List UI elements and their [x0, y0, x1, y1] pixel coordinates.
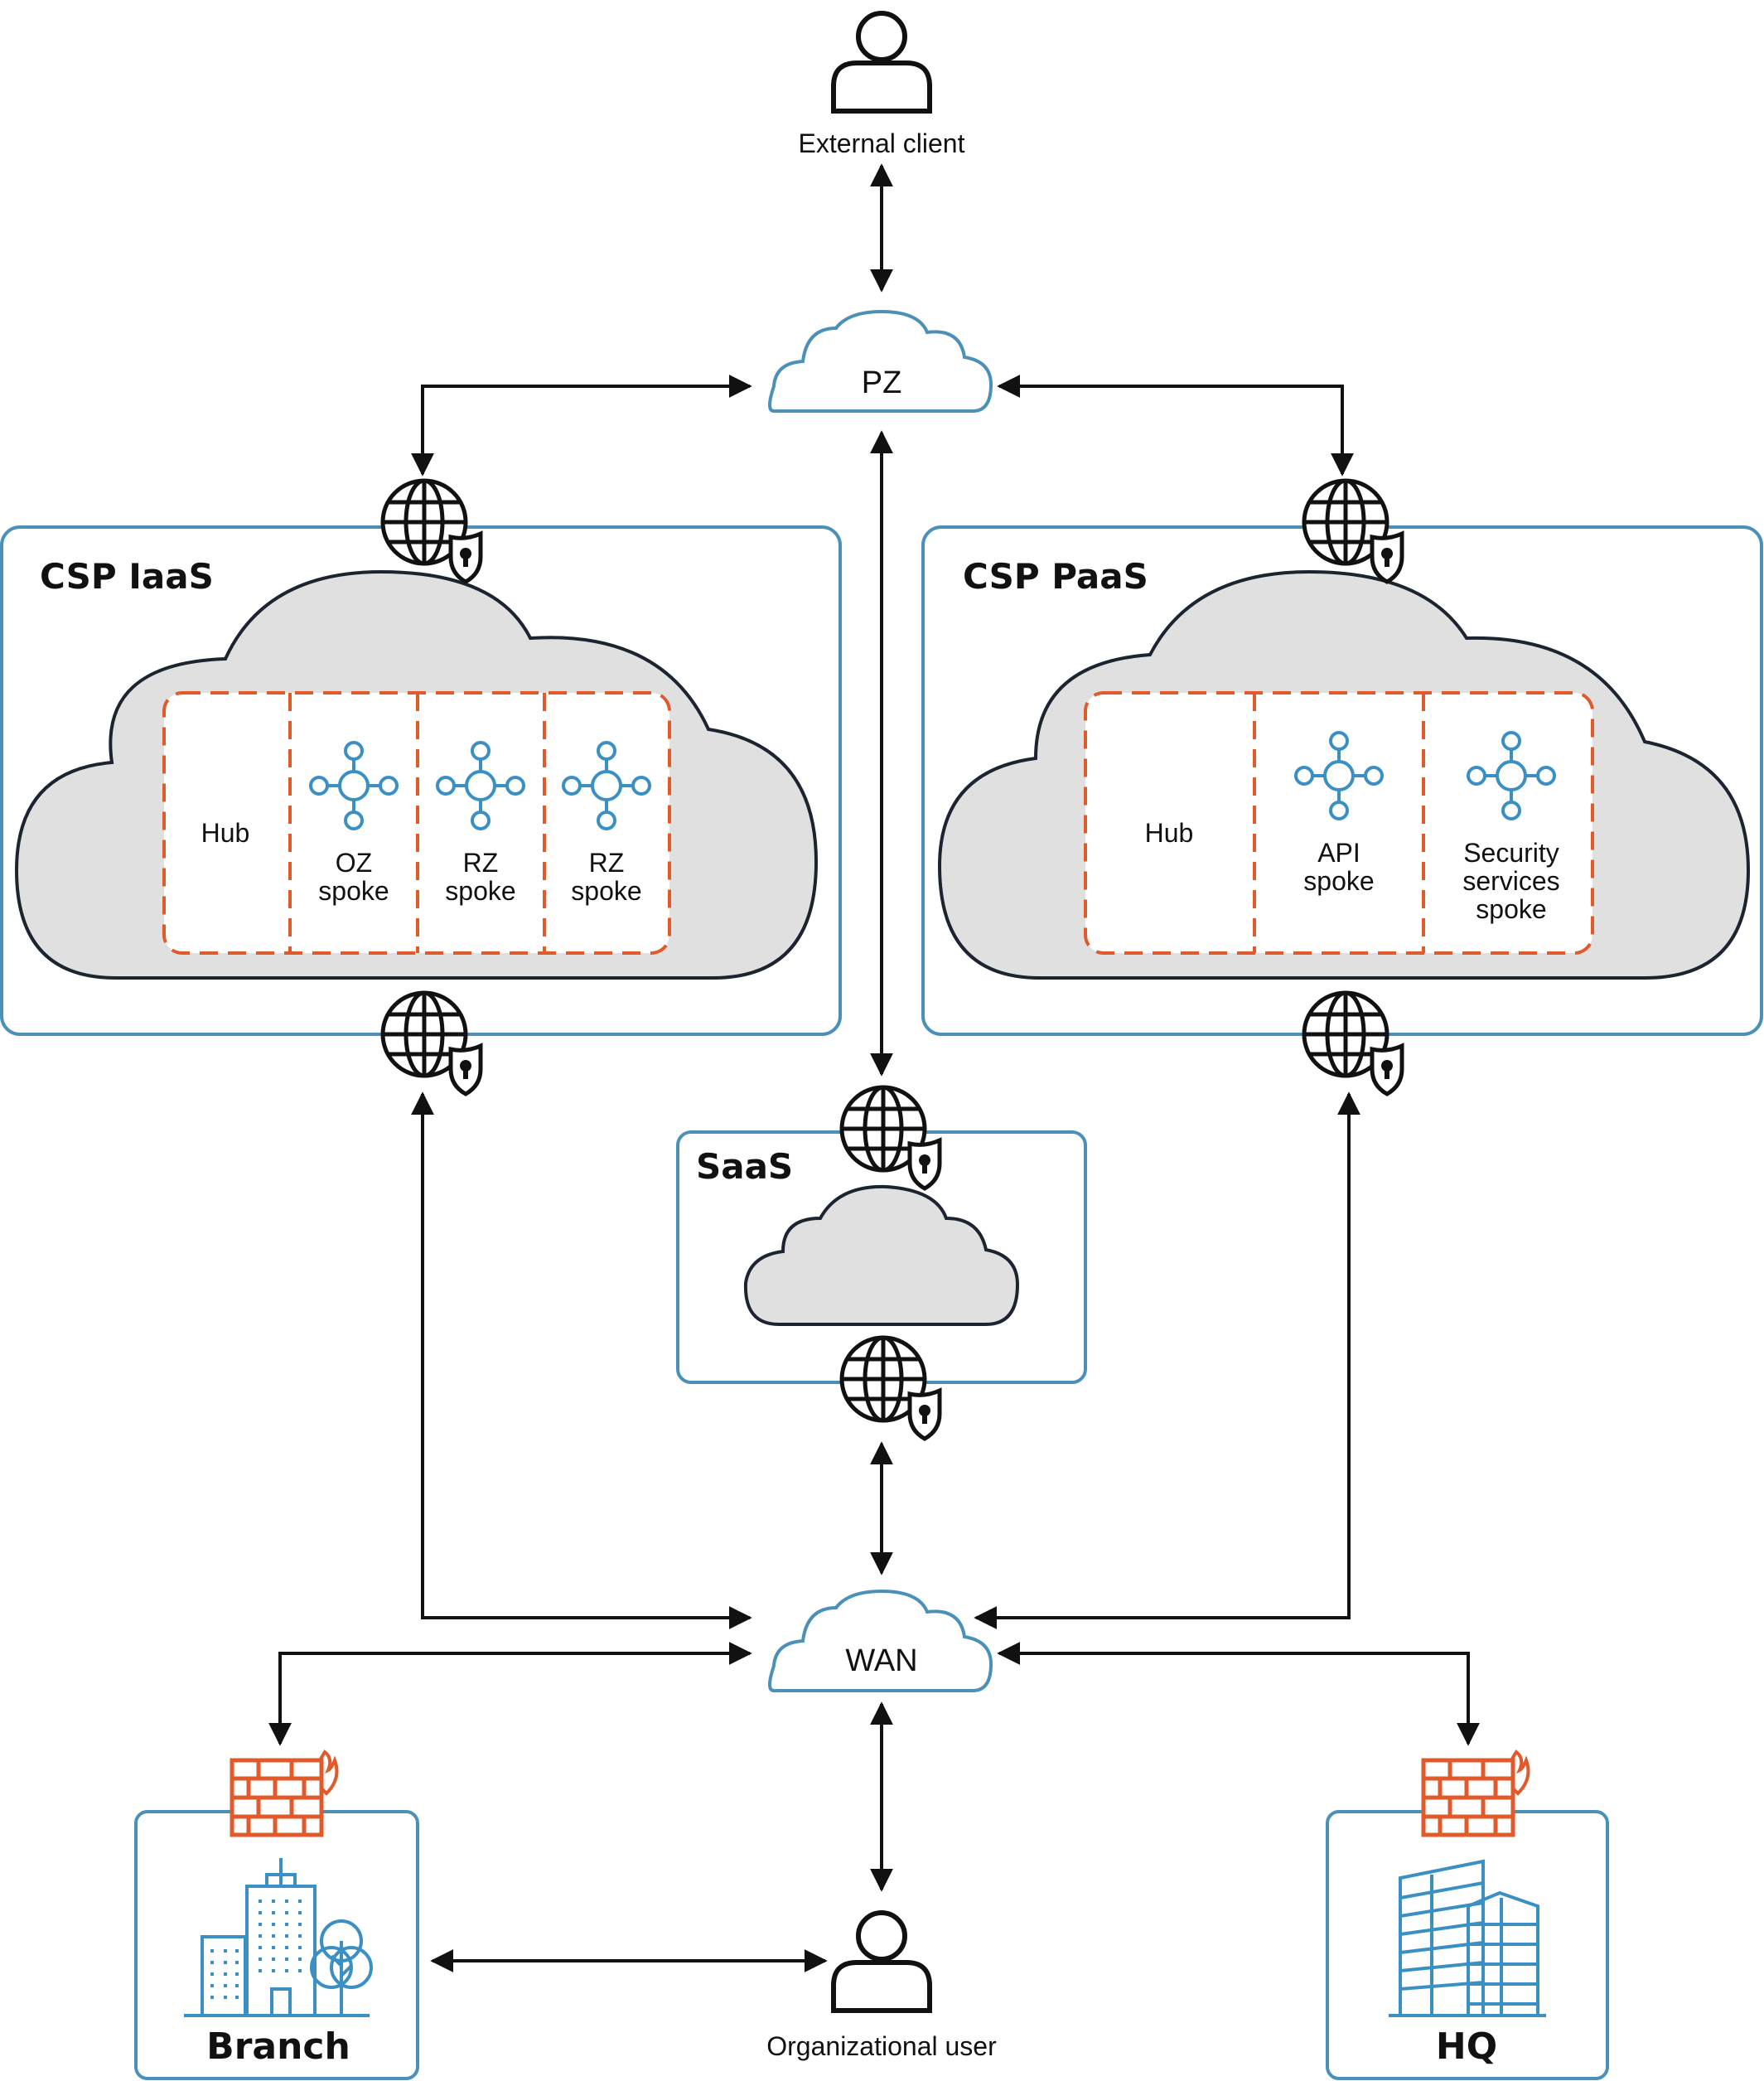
external-client: External client [799, 13, 965, 158]
headquarters-building-icon [1389, 1859, 1546, 2017]
link-iaas-wan [411, 1091, 752, 1629]
office-building-icon [184, 1858, 373, 2017]
saas-title: SaaS [696, 1146, 793, 1187]
iaas-spoke-2-line2: spoke [445, 876, 515, 906]
firewall-icon [232, 1752, 336, 1835]
link-paas-wan [974, 1091, 1360, 1629]
link-wan-hq [997, 1642, 1480, 1746]
person-icon [834, 1913, 930, 2011]
branch-label: Branch [206, 2025, 350, 2068]
pz-label: PZ [862, 365, 902, 400]
saas-panel: SaaS [676, 1087, 1087, 1439]
organizational-user-label: Organizational user [766, 2031, 997, 2061]
csp-iaas-panel: CSP IaaS Hub OZ spoke RZ spoke RZ spoke [0, 481, 842, 1094]
hq-site: HQ [1326, 1752, 1609, 2080]
iaas-spoke-1-line2: spoke [318, 876, 389, 906]
external-client-label: External client [799, 128, 965, 158]
wan-cloud: WAN [768, 1590, 993, 1692]
paas-sec-line3: spoke [1476, 894, 1546, 924]
pz-cloud: PZ [768, 310, 993, 413]
paas-sec-line2: services [1462, 866, 1559, 896]
paas-api-line1: API [1317, 838, 1360, 868]
iaas-spoke-2-line1: RZ [463, 848, 499, 878]
csp-paas-panel: CSP PaaS Hub API spoke Security services… [921, 481, 1763, 1094]
iaas-hub-label: Hub [201, 818, 250, 848]
paas-api-line2: spoke [1303, 866, 1374, 896]
iaas-spoke-3-line1: RZ [589, 848, 625, 878]
csp-paas-title: CSP PaaS [963, 556, 1148, 597]
iaas-spoke-3-line2: spoke [571, 876, 641, 906]
organizational-user: Organizational user [766, 1913, 997, 2061]
person-icon [834, 13, 930, 111]
paas-zone-boundary [1084, 691, 1594, 955]
link-pz-paas [997, 375, 1354, 477]
csp-iaas-title: CSP IaaS [40, 556, 214, 597]
branch-site: Branch [134, 1752, 419, 2080]
paas-hub-label: Hub [1145, 818, 1194, 848]
paas-sec-line1: Security [1463, 838, 1559, 868]
hq-label: HQ [1436, 2025, 1497, 2068]
iaas-spoke-1-line1: OZ [336, 848, 372, 878]
link-wan-branch [268, 1642, 752, 1746]
saas-cloud-shape [743, 1184, 1020, 1326]
firewall-icon [1423, 1752, 1528, 1835]
link-pz-iaas [411, 375, 752, 477]
wan-label: WAN [845, 1643, 917, 1678]
connectors [268, 163, 1480, 1972]
